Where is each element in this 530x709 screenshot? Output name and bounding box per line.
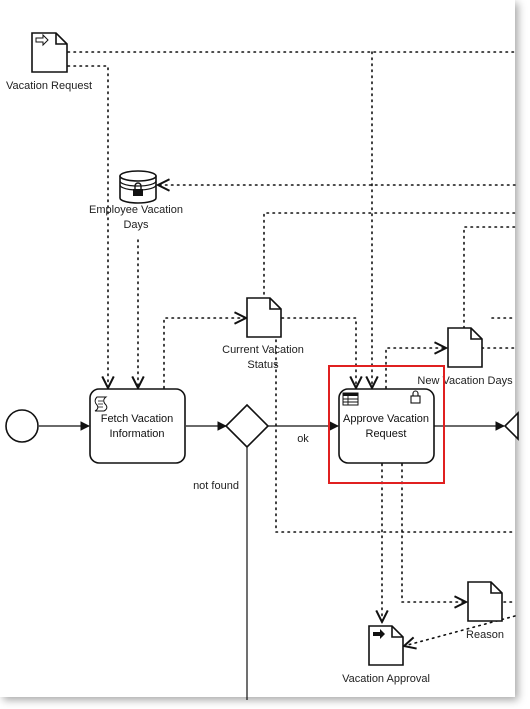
- data-object-reason[interactable]: [467, 581, 503, 622]
- task-fetch-label-2: Information: [109, 428, 164, 440]
- start-event[interactable]: [5, 409, 39, 443]
- data-object-vacation-request[interactable]: [31, 32, 68, 73]
- data-object-current-vacation-status[interactable]: [246, 297, 282, 338]
- assoc-approve-to-reason: [401, 463, 466, 602]
- task-approve-label-1: Approve Vacation: [343, 413, 429, 425]
- task-approve-label-2: Request: [366, 428, 407, 440]
- label-vacation-approval: Vacation Approval: [342, 673, 430, 685]
- assoc-fetch-to-status: [163, 318, 246, 389]
- lock-icon: [133, 182, 143, 196]
- data-store-employee-vacation-days[interactable]: [119, 170, 157, 204]
- lock-icon: [410, 390, 421, 404]
- task-fetch-vacation-information[interactable]: Fetch Vacation Information: [89, 388, 186, 464]
- flow-label-ok: ok: [297, 433, 309, 445]
- script-icon: [94, 396, 108, 412]
- output-arrow-icon: [373, 629, 385, 639]
- label-current-vacation-status-2: Status: [247, 359, 279, 371]
- label-new-vacation-days: New Vacation Days: [417, 375, 513, 387]
- assoc-request-to-fetch: [67, 65, 108, 388]
- next-gateway-partial[interactable]: [503, 411, 519, 441]
- input-arrow-icon: [35, 33, 49, 47]
- assoc-status-down: [275, 339, 516, 533]
- selection-highlight: [328, 365, 445, 484]
- exclusive-gateway[interactable]: [224, 403, 270, 449]
- label-reason: Reason: [466, 629, 504, 641]
- label-employee-vacation-days-1: Employee Vacation: [89, 204, 183, 216]
- assoc-approve-to-newdays: [385, 348, 446, 389]
- diagram-canvas[interactable]: [0, 0, 515, 697]
- data-object-new-vacation-days[interactable]: [447, 327, 483, 368]
- data-object-vacation-approval[interactable]: [368, 625, 404, 666]
- assoc-newdays-up: [463, 226, 516, 329]
- label-vacation-request: Vacation Request: [6, 80, 92, 92]
- sequence-flows: [39, 421, 505, 700]
- flow-label-not-found: not found: [193, 480, 239, 492]
- label-current-vacation-status-1: Current Vacation: [222, 344, 304, 356]
- assoc-right-top-lane: [263, 212, 516, 319]
- assoc-status-to-approve: [281, 317, 356, 388]
- label-employee-vacation-days-2: Days: [123, 219, 149, 231]
- business-rule-table-icon: [342, 392, 359, 406]
- task-approve-vacation-request[interactable]: Approve Vacation Request: [338, 388, 435, 464]
- task-fetch-label-1: Fetch Vacation: [101, 413, 174, 425]
